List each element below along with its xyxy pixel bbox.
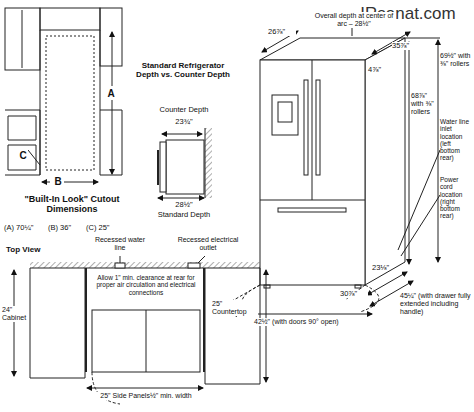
dimension-label: Standard Depth [150,211,218,219]
dimension-letter: C [18,150,28,161]
dimension-value: 4⅞" [368,66,392,74]
dimension-value: 45¼" (with drawer fully extended includi… [400,292,472,315]
dimension-value: 23⅛" [372,264,398,272]
dimension-label: Counter Depth [152,106,216,114]
dimension-label: Overall depth at center of arc – 28½" [312,12,396,28]
dimension-value: 25" Countertop [212,300,258,316]
dimension-value: 25" Side Panels½" min. width [56,392,236,400]
dimension-value: 42½" (with doors 90° open) [254,318,374,326]
dimension-value: 69½" with ⅜" rollers [440,52,472,68]
section-heading: Standard Refrigerator Depth vs. Counter … [135,62,231,80]
dimension-value: (B) 36" [48,224,84,232]
location-note: Power cord location (right bottom rear) [440,176,472,220]
dimension-value: 23¾" [162,118,206,126]
dimension-value: 35⅞" [392,42,420,50]
dimension-letter: B [52,176,64,187]
clearance-note: Allow 1" min. clearance at rear for prop… [92,274,200,296]
view-heading: Top View [6,246,52,255]
dimension-letter: A [106,88,116,99]
dimension-value: 28½" [160,201,208,209]
dimension-value: 24" Cabinet [2,306,29,322]
section-heading: "Built-In Look" Cutout Dimensions [12,194,132,214]
dimension-value: 26⅞" [268,28,296,36]
callout-label: Recessed water line [92,236,148,252]
dimension-value: (C) 25" [86,224,122,232]
dimension-value: 30⅞" [340,290,368,298]
dimension-value: (A) 70¼" [4,224,46,232]
dimension-value: 68⅞" with ⅜" rollers [411,92,436,115]
location-note: Water line inlet location (left bottom r… [440,118,472,162]
callout-label: Recessed electrical outlet [176,236,240,252]
